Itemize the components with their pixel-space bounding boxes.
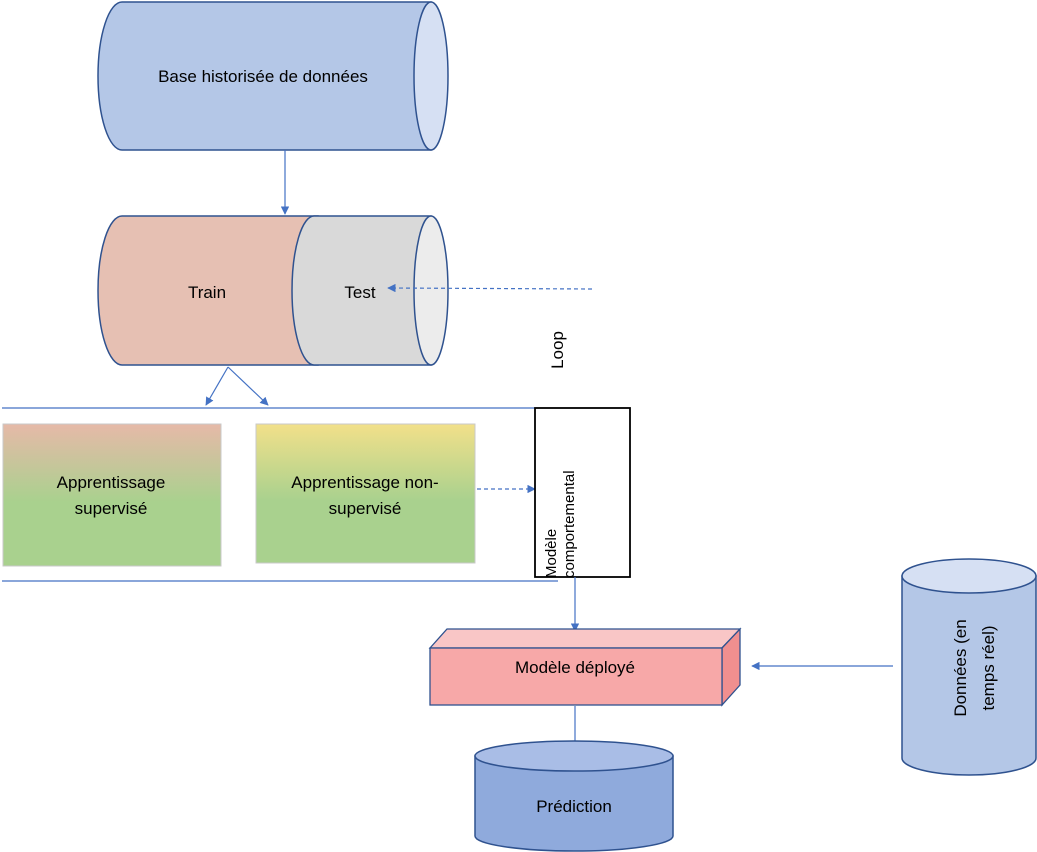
split-to-supervised-arrow [205,366,229,406]
train-label: Train [188,283,226,302]
base-historisee-label: Base historisée de données [158,67,368,86]
behavioral-model-box: Modèle comportemental [534,407,631,578]
unsupervised-label-line2: supervisé [329,499,402,518]
unsupervised-label-line1: Apprentissage non- [291,473,438,492]
prediction-label: Prédiction [536,797,612,816]
unsupervised-learning-box: Apprentissage non- supervisé [255,423,476,564]
prediction-cylinder: Prédiction [474,740,674,852]
base-historisee-cylinder: Base historisée de données [97,1,449,151]
behavioral-label-line1: Modèle [543,529,560,578]
test-label: Test [344,283,375,302]
loop-label: Loop [548,331,567,369]
deployed-label: Modèle déployé [515,658,635,677]
loop-arrow [387,283,593,293]
supervised-label-line2: supervisé [75,499,148,518]
split-to-unsupervised-arrow [227,366,269,406]
train-cylinder: Train [97,215,319,366]
realtime-label-line2: temps réel) [979,625,998,710]
realtime-data-cylinder: Données (en temps réel) [901,558,1037,776]
supervised-label-line1: Apprentissage [57,473,166,492]
realtime-label-line1: Données (en [951,619,970,716]
test-cylinder: Test [291,215,449,366]
behavioral-label-line2: comportemental [561,470,578,578]
deployed-model-box: Modèle déployé [428,627,742,707]
supervised-learning-box: Apprentissage supervisé [2,423,222,567]
